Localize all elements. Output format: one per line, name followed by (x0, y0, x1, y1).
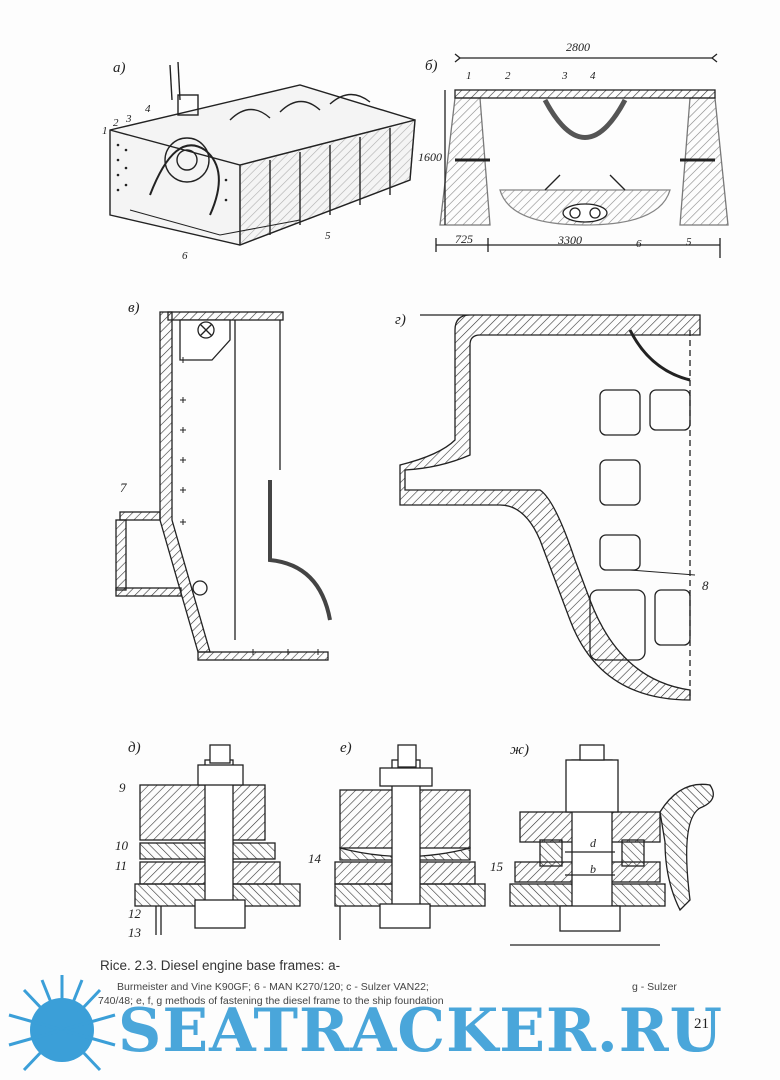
panel-label-b: б) (425, 58, 438, 74)
dimension-width: 2800 (566, 40, 590, 54)
dimension-mark: d (590, 836, 596, 850)
part-number: 4 (145, 103, 151, 115)
part-number: 2 (113, 117, 119, 129)
figure-a-isometric-frame (109, 61, 416, 247)
dimension-offset: 725 (455, 232, 473, 246)
part-number: 3 (562, 70, 568, 82)
part-number: 2 (505, 70, 511, 82)
panel-label-g: г) (395, 312, 406, 328)
panel-label-c: в) (128, 300, 140, 316)
part-number: 13 (128, 925, 141, 940)
dimension-mark: b (590, 862, 596, 876)
figure-d-fastening (134, 744, 301, 935)
part-number: 7 (120, 480, 127, 495)
dimension-height: 1600 (418, 150, 442, 164)
part-number: 9 (119, 780, 126, 795)
part-number: 15 (490, 859, 503, 874)
part-number: 6 (182, 250, 188, 262)
panel-label-e: е) (340, 740, 352, 756)
figure-caption: Rice. 2.3. Diesel engine base frames: a- (100, 958, 341, 973)
part-number: 5 (325, 230, 331, 242)
panel-label-zh: ж) (510, 742, 529, 758)
figure-zh-fastening (509, 744, 714, 946)
part-number: 4 (590, 70, 596, 82)
part-number: 6 (636, 238, 642, 250)
page-number: 21 (694, 1016, 709, 1032)
watermark-text: SEATRACKER.RU (118, 996, 723, 1066)
part-number: 1 (102, 125, 108, 137)
part-number: 10 (115, 838, 128, 853)
figure-b-cross-section (435, 53, 729, 258)
figure-caption-line3: 740/48; e, f, g methods of fastening the… (98, 995, 444, 1007)
figure-caption-line2-right: g - Sulzer (632, 981, 677, 993)
panel-label-a: а) (113, 60, 126, 76)
part-number: 14 (308, 851, 321, 866)
dimension-bottom: 3300 (558, 233, 582, 247)
part-number: 12 (128, 906, 141, 921)
panel-label-d: д) (128, 740, 141, 756)
part-number: 11 (115, 858, 128, 873)
part-number: 8 (702, 578, 709, 593)
figure-e-fastening (334, 744, 486, 940)
figure-caption-line2: Burmeister and Vine K90GF; 6 - MAN K270/… (117, 981, 429, 993)
part-number: 5 (686, 236, 692, 248)
figure-g-cast-section (399, 314, 701, 701)
watermark-sun-icon (8, 975, 116, 1072)
part-number: 1 (466, 70, 472, 82)
part-number: 3 (126, 113, 132, 125)
figure-c-side-section (115, 311, 332, 661)
